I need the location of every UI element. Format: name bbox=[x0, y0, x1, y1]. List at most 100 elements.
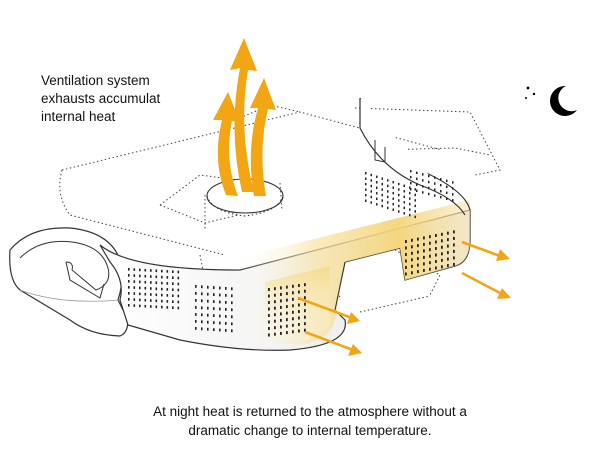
vent-slot bbox=[422, 191, 424, 194]
vent-slot bbox=[453, 249, 455, 253]
vent-slot bbox=[280, 299, 282, 303]
vent-slot bbox=[150, 287, 152, 290]
vent-slot bbox=[139, 280, 141, 284]
vent-slot bbox=[304, 302, 306, 306]
vent-slot bbox=[452, 187, 454, 190]
vent-slot bbox=[365, 194, 367, 197]
vent-slot bbox=[155, 293, 158, 297]
vent-slot bbox=[429, 235, 431, 239]
vent-slot bbox=[195, 313, 197, 316]
vent-slot bbox=[150, 293, 152, 296]
vent-slot bbox=[166, 282, 169, 285]
vent-slot bbox=[441, 258, 443, 262]
vent-slot bbox=[286, 298, 288, 302]
vent-slot bbox=[414, 210, 416, 213]
vent-slot bbox=[381, 193, 383, 197]
vent-slot bbox=[195, 299, 197, 302]
vent-slot bbox=[225, 315, 227, 318]
vent-slot bbox=[304, 309, 306, 313]
vent-slot bbox=[133, 304, 136, 307]
vent-slot bbox=[428, 180, 430, 184]
vent-slot bbox=[231, 329, 233, 333]
vent-slot bbox=[416, 171, 418, 174]
vent-slot bbox=[446, 197, 448, 200]
vent-slot bbox=[417, 270, 419, 274]
vent-slot bbox=[292, 310, 294, 314]
vent-slot bbox=[428, 186, 430, 190]
vent-slot bbox=[195, 292, 197, 295]
vent-slot bbox=[298, 303, 300, 307]
vent-slot bbox=[411, 251, 413, 255]
vent-slot bbox=[280, 331, 282, 335]
vent-slot bbox=[440, 184, 442, 187]
vent-slot bbox=[429, 248, 431, 252]
vent-slot bbox=[274, 326, 276, 330]
vent-slot bbox=[225, 301, 227, 304]
vent-slot bbox=[370, 195, 372, 199]
vent-slot bbox=[440, 190, 442, 193]
vent-slot bbox=[286, 311, 288, 315]
vent-slot bbox=[177, 282, 180, 286]
vent-slot bbox=[453, 236, 455, 240]
vent-slot bbox=[280, 286, 282, 290]
vent-slot bbox=[376, 197, 378, 200]
vent-slot bbox=[365, 172, 367, 175]
vent-slot bbox=[304, 289, 306, 293]
vent-slot bbox=[231, 322, 233, 326]
vent-slot bbox=[139, 268, 141, 272]
vent-slot bbox=[417, 263, 419, 267]
vent-slot bbox=[453, 256, 455, 260]
vent-slot bbox=[166, 288, 169, 291]
vent-slot bbox=[213, 314, 215, 317]
vent-slot bbox=[177, 270, 180, 274]
vent-slot bbox=[144, 298, 147, 302]
vent-slot bbox=[405, 253, 407, 256]
vent-slot bbox=[213, 300, 215, 303]
vent-slot bbox=[292, 323, 294, 327]
vent-slot bbox=[219, 293, 221, 297]
vent-slot bbox=[166, 300, 169, 303]
vent-slot bbox=[405, 246, 407, 250]
vent-slot bbox=[409, 186, 411, 189]
vent-slot bbox=[207, 313, 209, 317]
vent-slot bbox=[225, 294, 227, 297]
vent-slot bbox=[128, 280, 130, 283]
vent-slot bbox=[440, 178, 442, 181]
vent-slot bbox=[144, 280, 147, 284]
vent-slot bbox=[422, 185, 424, 188]
vent-slot bbox=[435, 266, 437, 270]
vent-slot bbox=[139, 292, 141, 296]
vent-slot bbox=[423, 255, 425, 259]
vent-slot bbox=[376, 192, 378, 195]
vent-slot bbox=[268, 333, 270, 337]
vent-slot bbox=[213, 293, 215, 296]
vent-slot bbox=[207, 285, 209, 289]
vent-slot bbox=[298, 284, 300, 287]
vent-slot bbox=[280, 312, 282, 316]
vent-slot bbox=[292, 330, 294, 334]
vent-slot bbox=[414, 188, 416, 191]
vent-slot bbox=[410, 176, 412, 179]
vent-slot bbox=[429, 267, 431, 271]
vent-slot bbox=[423, 236, 425, 240]
vent-slot bbox=[213, 286, 215, 289]
vent-slot bbox=[225, 322, 227, 325]
vent-slot bbox=[225, 287, 227, 290]
vent-slot bbox=[172, 306, 174, 309]
vent-slot bbox=[139, 286, 141, 290]
vent-slot bbox=[280, 325, 282, 329]
vent-slot bbox=[398, 204, 400, 208]
vent-slot bbox=[144, 304, 147, 308]
vent-slot bbox=[298, 310, 300, 313]
vent-slot bbox=[435, 260, 437, 263]
vent-slot bbox=[155, 281, 158, 285]
vent-slot bbox=[155, 275, 158, 279]
vent-slot bbox=[434, 176, 436, 179]
vent-slot bbox=[370, 179, 372, 182]
vent-slot bbox=[207, 320, 209, 324]
vent-slot bbox=[177, 300, 180, 304]
vent-slot bbox=[177, 288, 180, 292]
vent-slot bbox=[280, 305, 282, 309]
vent-slot bbox=[452, 199, 454, 202]
vent-slot bbox=[416, 189, 418, 192]
